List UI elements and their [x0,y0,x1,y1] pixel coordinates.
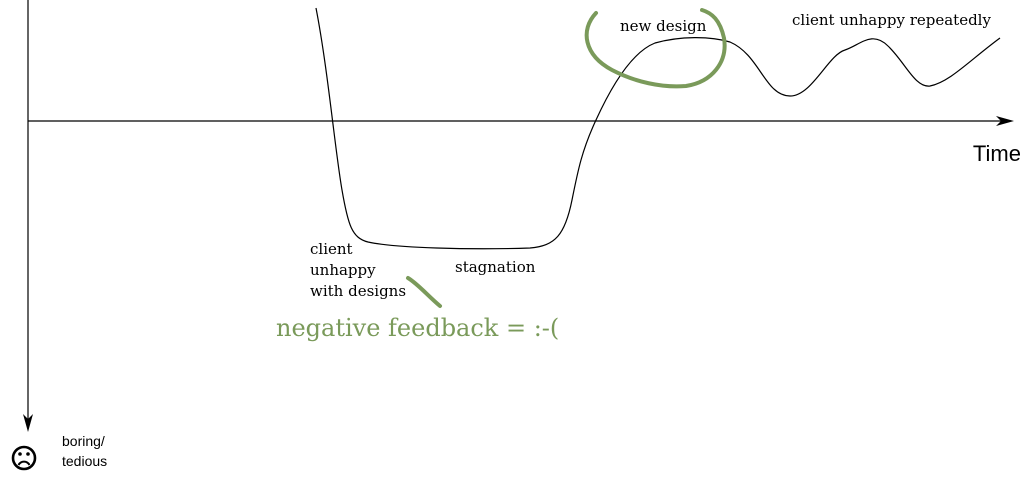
label-negative-feedback: negative feedback = :-( [276,314,559,342]
satisfaction-curve [315,7,1001,250]
highlight-circle [584,8,727,89]
label-client-line3: with designs [310,282,406,300]
x-axis-label: Time [973,141,1021,166]
y-axis-bottom-label-line2: tedious [62,453,107,469]
y-axis-bottom-label-line1: boring/ [62,433,105,449]
x-axis-arrowhead [996,116,1014,126]
highlight-pointer-stroke [406,276,442,308]
label-client-line1: client [310,240,353,258]
label-new-design: new design [620,17,707,35]
label-client-line2: unhappy [310,261,376,279]
label-stagnation: stagnation [455,258,536,276]
y-axis-arrowhead [23,414,33,432]
label-client-unhappy-repeatedly: client unhappy repeatedly [792,11,991,29]
frown-face-icon [11,445,37,471]
